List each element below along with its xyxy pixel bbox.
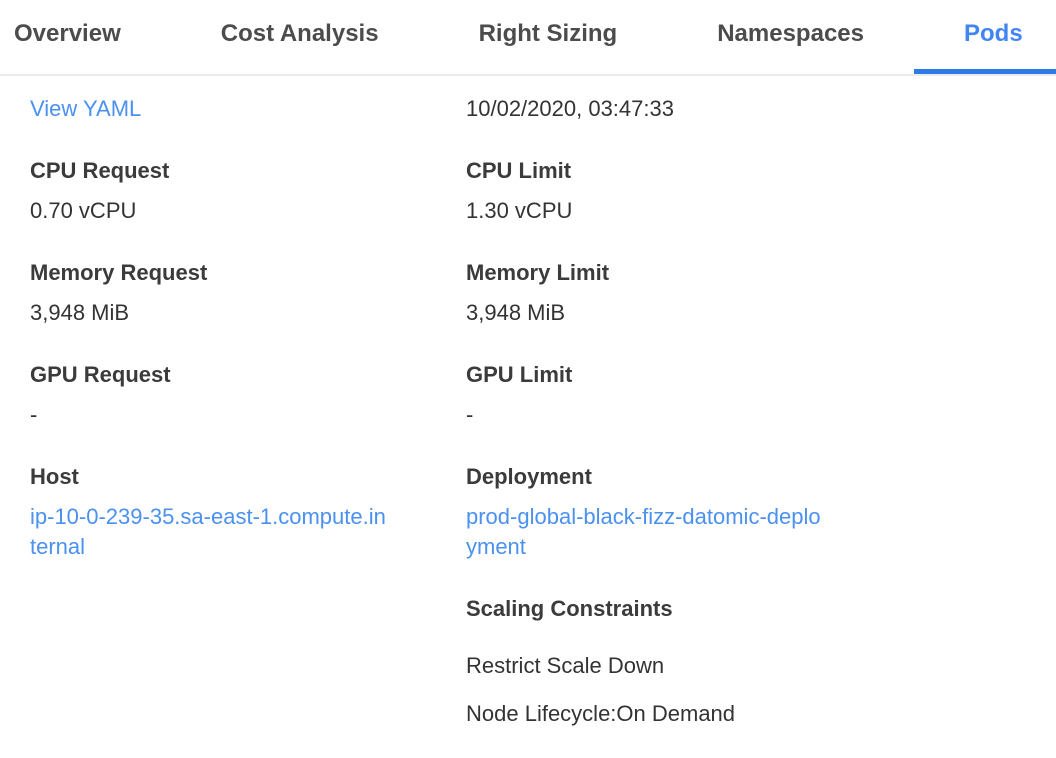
scaling-constraint-item: Node Lifecycle:On Demand [466, 701, 736, 726]
memory-limit-label: Memory Limit [466, 260, 610, 285]
deployment-link[interactable]: prod-global-black-fizz-datomic-deploymen… [466, 504, 821, 559]
cpu-request-value: 0.70 vCPU [30, 198, 137, 223]
memory-limit-value: 3,948 MiB [466, 300, 566, 325]
tab-cost-analysis[interactable]: Cost Analysis [220, 20, 379, 47]
memory-request-value: 3,948 MiB [30, 300, 130, 325]
tab-namespaces[interactable]: Namespaces [717, 20, 864, 47]
scaling-constraint-item: Restrict Scale Down [466, 653, 665, 678]
field-deployment: Deployment prod-global-black-fizz-datomi… [466, 462, 1056, 562]
gpu-request-label: GPU Request [30, 362, 171, 387]
tab-right-sizing[interactable]: Right Sizing [478, 20, 618, 47]
scaling-constraints-label: Scaling Constraints [466, 596, 673, 621]
memory-request-label: Memory Request [30, 260, 208, 285]
gpu-limit-value: - [466, 402, 474, 427]
view-yaml-link[interactable]: View YAML [30, 96, 142, 121]
cpu-limit-value: 1.30 vCPU [466, 198, 573, 223]
tab-bar: Overview Cost Analysis Right Sizing Name… [0, 0, 1056, 76]
gpu-request-value: - [30, 402, 38, 427]
field-memory-request: Memory Request 3,948 MiB [30, 258, 466, 328]
cpu-request-label: CPU Request [30, 158, 170, 183]
field-host: Host ip-10-0-239-35.sa-east-1.compute.in… [30, 462, 466, 562]
field-memory-limit: Memory Limit 3,948 MiB [466, 258, 1056, 328]
pod-details-panel: View YAML CPU Request 0.70 vCPU Memory R… [0, 76, 1056, 747]
details-left-column: View YAML CPU Request 0.70 vCPU Memory R… [30, 94, 466, 747]
details-right-column: 10/02/2020, 03:47:33 CPU Limit 1.30 vCPU… [466, 94, 1056, 747]
field-scaling-constraints: Scaling Constraints [466, 594, 1056, 624]
field-gpu-limit: GPU Limit - [466, 360, 1056, 430]
host-link[interactable]: ip-10-0-239-35.sa-east-1.compute.interna… [30, 504, 386, 559]
field-gpu-request: GPU Request - [30, 360, 466, 430]
field-cpu-request: CPU Request 0.70 vCPU [30, 156, 466, 226]
cpu-limit-label: CPU Limit [466, 158, 572, 183]
field-cpu-limit: CPU Limit 1.30 vCPU [466, 156, 1056, 226]
gpu-limit-label: GPU Limit [466, 362, 573, 387]
tab-pods[interactable]: Pods [913, 0, 1056, 74]
tab-overview[interactable]: Overview [14, 20, 121, 47]
deployment-label: Deployment [466, 464, 592, 489]
timestamp: 10/02/2020, 03:47:33 [466, 96, 674, 121]
host-label: Host [30, 464, 79, 489]
